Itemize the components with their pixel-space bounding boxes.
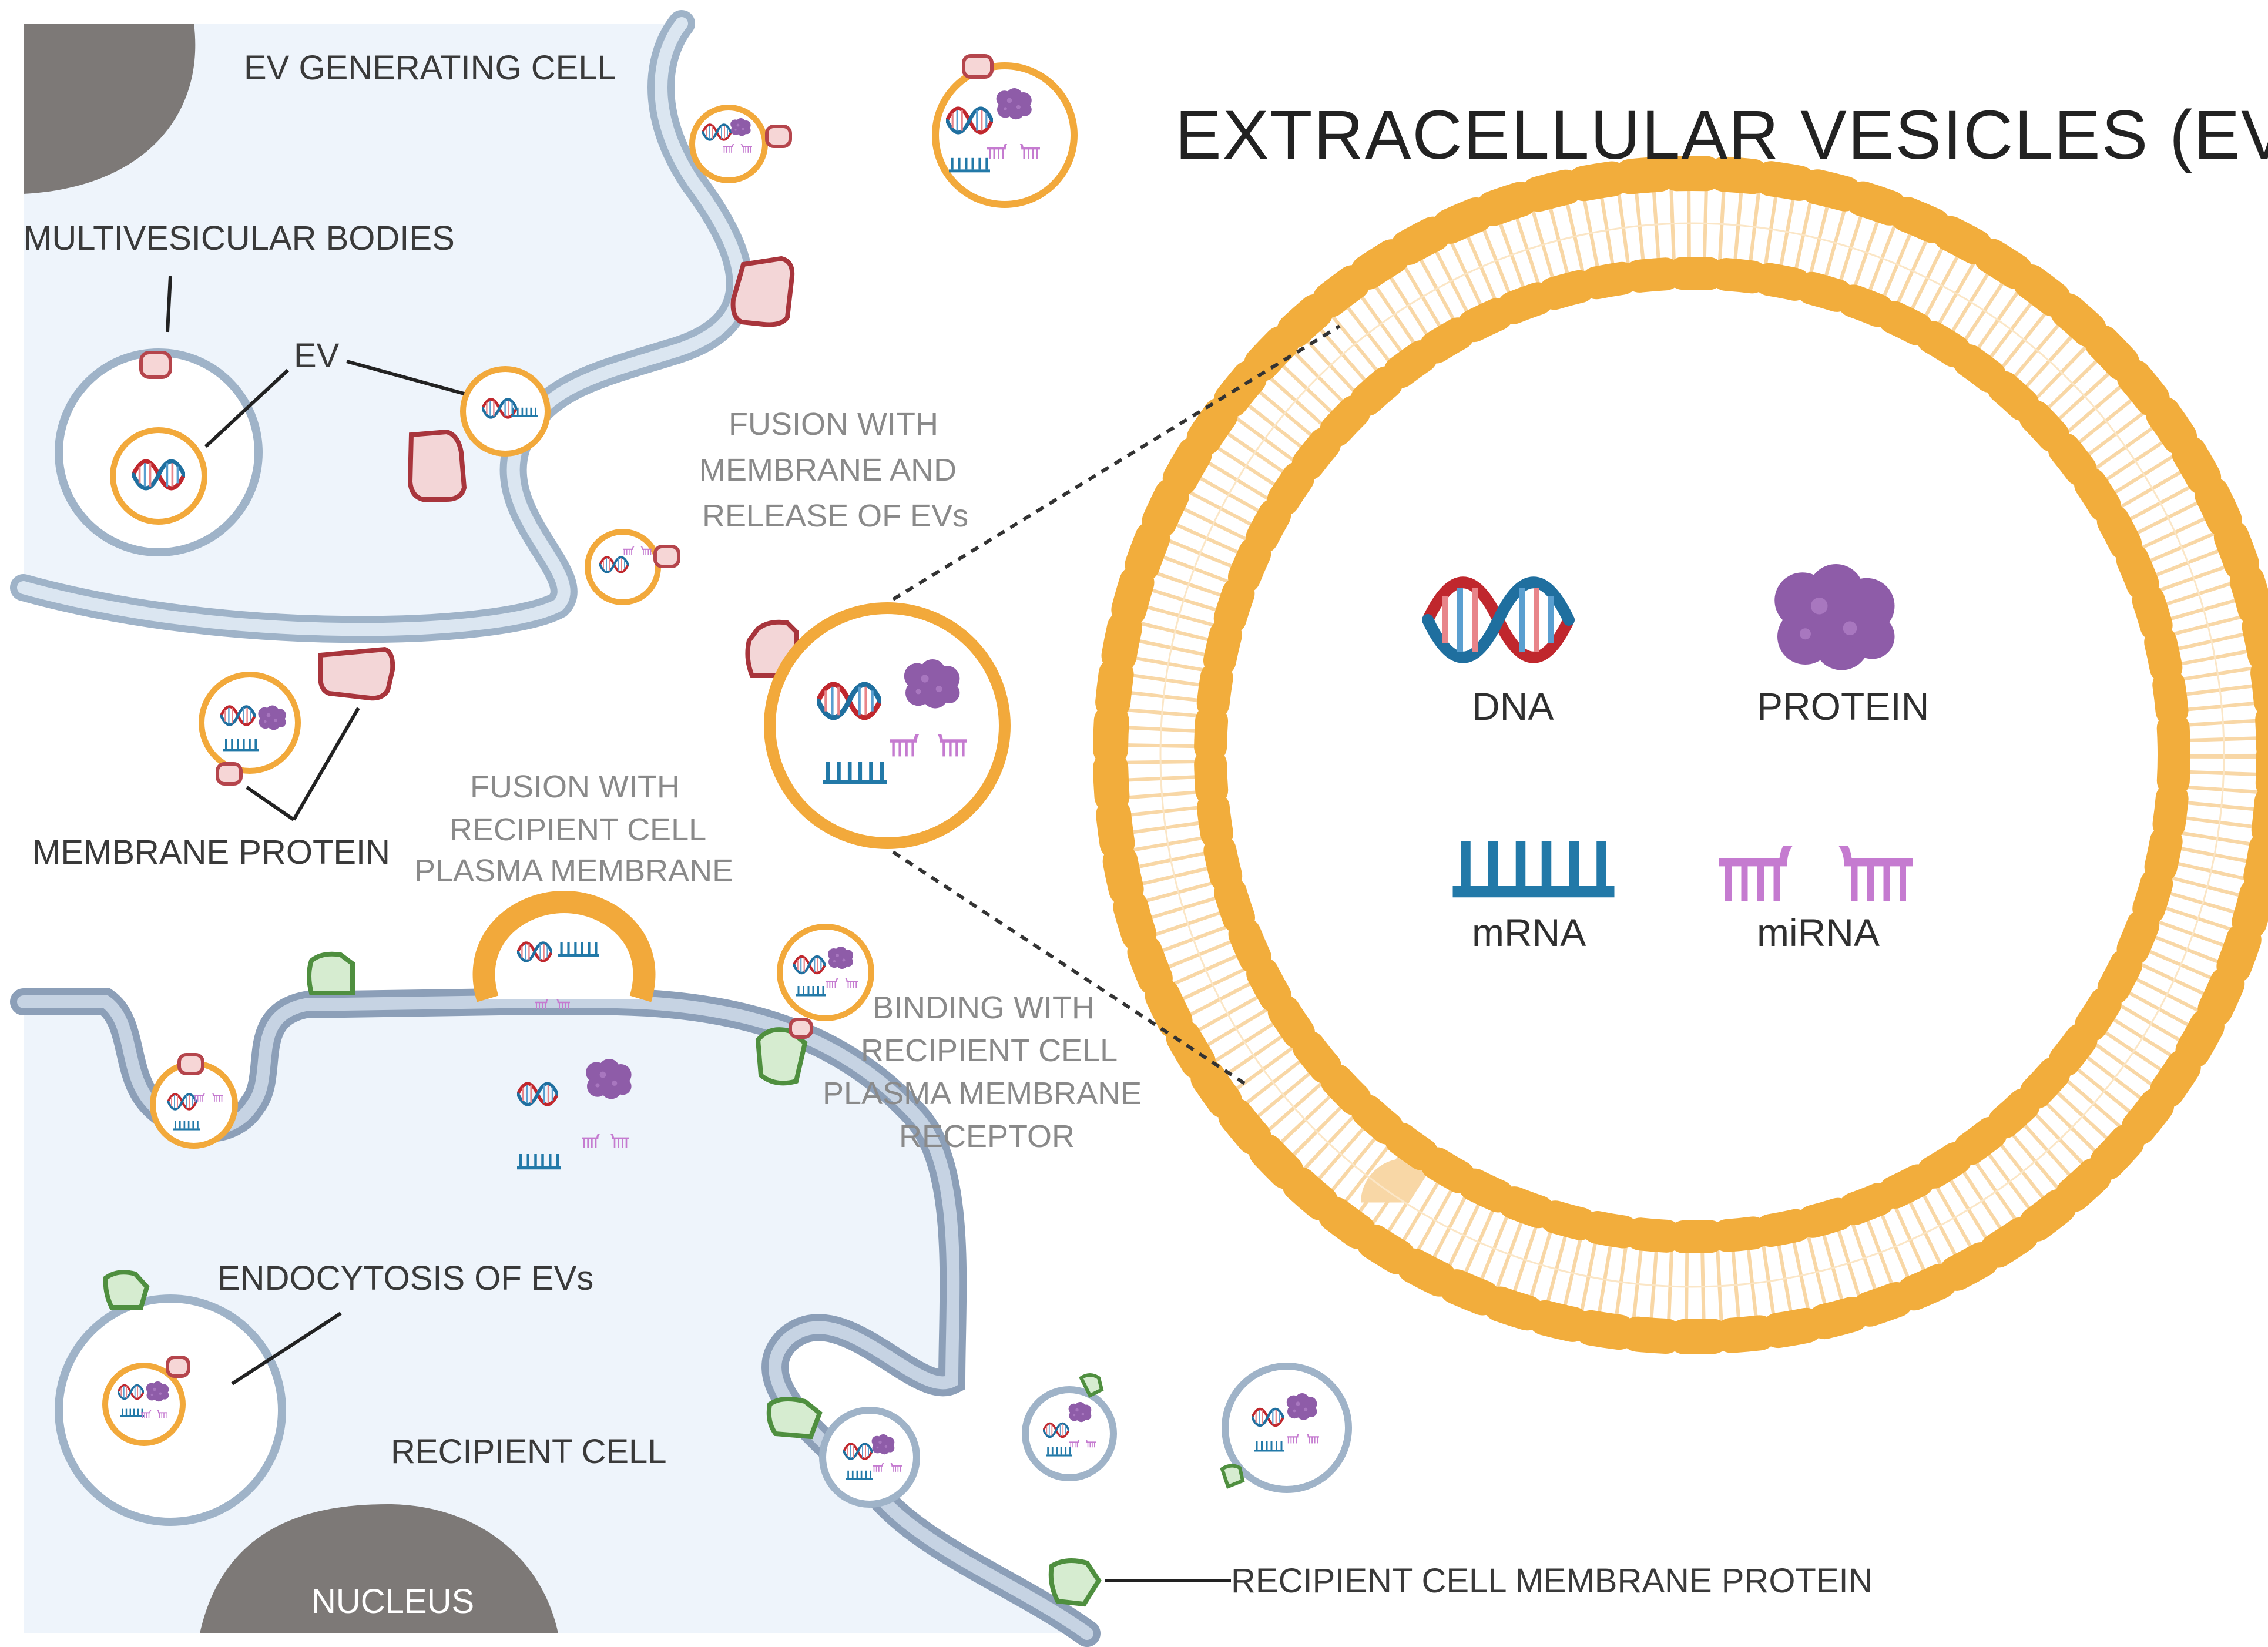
protein-icon xyxy=(1774,564,1895,670)
ev-vesicle-released xyxy=(764,602,1011,849)
recipient-membrane-protein xyxy=(766,1397,823,1440)
recipient-membrane-protein xyxy=(307,951,355,995)
endocytic-vesicle xyxy=(819,1407,920,1508)
multivesicular-body xyxy=(55,348,263,556)
svg-text:RECIPIENT CELL: RECIPIENT CELL xyxy=(861,1033,1118,1068)
svg-text:RELEASE OF EVs: RELEASE OF EVs xyxy=(702,498,968,534)
zoom-line xyxy=(892,324,1341,601)
pointer-line xyxy=(231,1311,342,1386)
legend-dna: DNA xyxy=(1472,685,1554,728)
endocytic-vesicle xyxy=(1022,1373,1117,1481)
recipient-cell xyxy=(24,1002,1087,1633)
ev-vesicle xyxy=(199,672,301,786)
ev-vesicle xyxy=(689,105,792,183)
donor-nucleus xyxy=(24,24,196,194)
mrna-icon xyxy=(1453,841,1615,897)
legend-protein: PROTEIN xyxy=(1757,685,1929,728)
legend-mirna: miRNA xyxy=(1757,911,1880,954)
fusion-bubble xyxy=(472,890,656,1169)
svg-text:RECIPIENT CELL: RECIPIENT CELL xyxy=(449,812,706,847)
membrane-protein xyxy=(318,646,395,701)
label-nucleus: NUCLEUS xyxy=(311,1582,474,1621)
ev-vesicle xyxy=(460,366,551,457)
dna-icon xyxy=(1428,582,1569,658)
ev-vesicle xyxy=(932,54,1078,208)
zoom-line xyxy=(892,850,1247,1086)
svg-text:RECEPTOR: RECEPTOR xyxy=(899,1119,1075,1154)
svg-text:FUSION WITH: FUSION WITH xyxy=(729,407,938,442)
svg-text:PLASMA MEMBRANE: PLASMA MEMBRANE xyxy=(823,1076,1142,1111)
label-ev: EV xyxy=(294,337,340,375)
membrane-protein xyxy=(730,256,795,327)
label-ev-generating-cell: EV GENERATING CELL xyxy=(244,49,616,87)
label-recipient-cell: RECIPIENT CELL xyxy=(391,1433,667,1471)
label-fusion-recipient: FUSION WITH RECIPIENT CELL PLASMA MEMBRA… xyxy=(414,769,733,888)
pointer-line xyxy=(166,276,172,333)
recipient-nucleus xyxy=(200,1504,558,1633)
svg-text:BINDING WITH: BINDING WITH xyxy=(873,990,1095,1025)
page-title: EXTRACELLULAR VESICLES (EV) xyxy=(1175,96,2268,174)
pointer-line xyxy=(204,368,290,448)
mirna-icon xyxy=(1719,830,1913,901)
svg-text:MEMBRANE AND: MEMBRANE AND xyxy=(699,452,957,488)
ev-vesicle xyxy=(585,529,680,605)
pointer-line xyxy=(292,707,360,821)
membrane-protein xyxy=(407,429,467,502)
lipid-bilayer xyxy=(1093,156,2268,1354)
ev-vesicle xyxy=(777,924,874,1039)
legend-mrna: mRNA xyxy=(1472,911,1586,954)
ev-vesicle xyxy=(150,1053,238,1149)
pointer-line xyxy=(346,360,465,395)
endocytic-vesicle xyxy=(1220,1363,1352,1493)
endosome xyxy=(55,1270,286,1526)
recipient-membrane-protein xyxy=(755,1027,808,1086)
label-recipient-membrane-protein: RECIPIENT CELL MEMBRANE PROTEIN xyxy=(1231,1562,1873,1600)
label-multivesicular-bodies: MULTIVESICULAR BODIES xyxy=(24,219,455,257)
label-membrane-protein: MEMBRANE PROTEIN xyxy=(32,833,390,871)
label-fusion-release: FUSION WITH MEMBRANE AND RELEASE OF EVs xyxy=(699,407,968,534)
svg-text:PLASMA MEMBRANE: PLASMA MEMBRANE xyxy=(414,853,733,888)
svg-text:FUSION WITH: FUSION WITH xyxy=(470,769,680,804)
pointer-line xyxy=(246,786,295,821)
label-binding-receptor: BINDING WITH RECIPIENT CELL PLASMA MEMBR… xyxy=(823,990,1142,1154)
label-endocytosis: ENDOCYTOSIS OF EVs xyxy=(217,1259,593,1297)
recipient-membrane-protein xyxy=(1048,1558,1102,1607)
